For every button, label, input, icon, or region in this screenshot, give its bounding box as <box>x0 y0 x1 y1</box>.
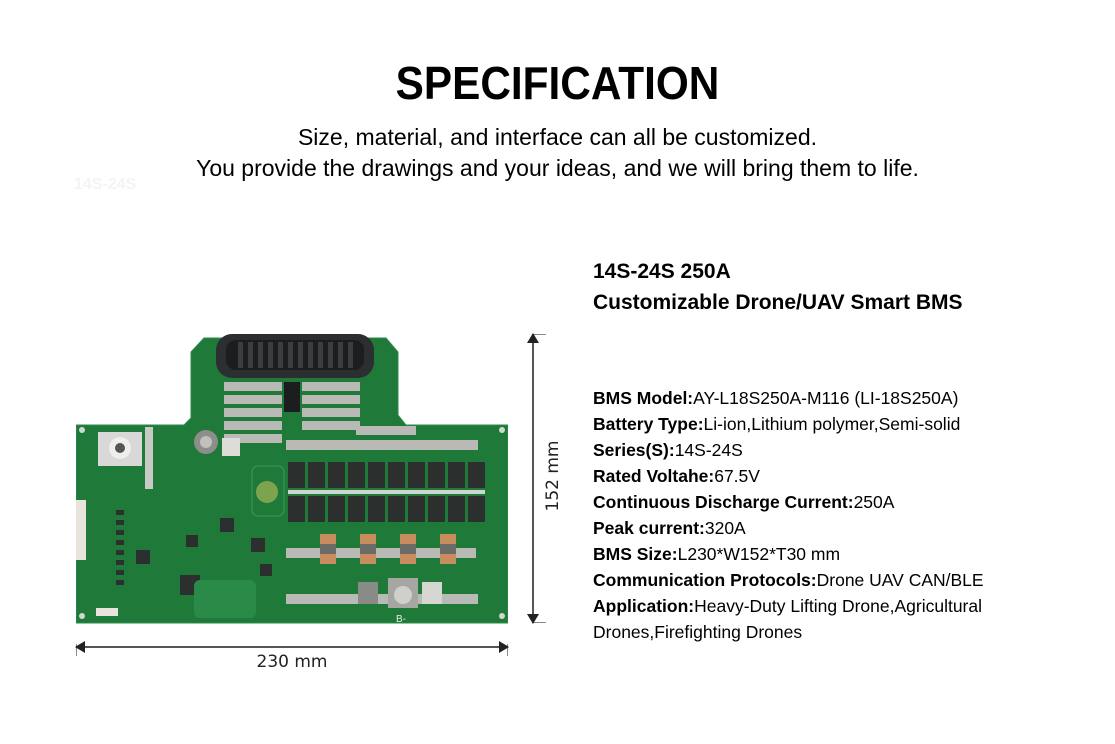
page-title: SPECIFICATION <box>395 57 720 109</box>
dimension-tick-top <box>532 334 546 335</box>
svg-text:B-: B- <box>396 614 406 625</box>
spec-row-peak-current: Peak current:320A <box>593 515 1063 541</box>
subtitle-line-1: Size, material, and interface can all be… <box>297 124 818 150</box>
pcb-image: B- <box>75 330 509 630</box>
spec-key: Rated Voltahe: <box>593 466 715 486</box>
arrow-left-icon <box>75 641 85 653</box>
spec-list: BMS Model:AY-L18S250A-M116 (LI-18S250A) … <box>593 385 1063 645</box>
product-title: 14S-24S 250A Customizable Drone/UAV Smar… <box>593 256 963 318</box>
product-title-line-1: 14S-24S 250A <box>593 260 731 283</box>
height-dimension-line <box>527 333 539 624</box>
spec-key: BMS Model: <box>593 388 694 408</box>
spec-row-series: Series(S):14S-24S <box>593 437 1063 463</box>
spec-value: AY-L18S250A-M116 (LI-18S250A) <box>693 388 959 408</box>
arrow-up-icon <box>527 333 539 343</box>
ghost-label: 14S-24S <box>74 176 137 193</box>
spec-value: L230*W152*T30 mm <box>677 544 841 564</box>
spec-key: Series(S): <box>593 440 675 460</box>
spec-value: Heavy-Duty Lifting Drone,Agricultural Dr… <box>593 596 983 642</box>
spec-row-continuous-current: Continuous Discharge Current:250A <box>593 489 1063 515</box>
spec-key: Peak current: <box>593 518 705 538</box>
spec-key: Communication Protocols: <box>593 570 817 590</box>
width-dimension-label: 230 mm <box>256 652 328 672</box>
spec-key: Battery Type: <box>593 414 704 434</box>
width-dimension-line <box>75 641 509 653</box>
subtitle-line-2: You provide the drawings and your ideas,… <box>196 155 919 181</box>
dimension-tick-bottom <box>532 622 546 623</box>
spec-key: Application: <box>593 596 695 616</box>
spec-key: BMS Size: <box>593 544 678 564</box>
height-dimension-label: 152 mm <box>543 440 563 512</box>
product-title-line-2: Customizable Drone/UAV Smart BMS <box>593 291 963 314</box>
spec-value: 320A <box>704 518 746 538</box>
spec-row-rated-voltage: Rated Voltahe:67.5V <box>593 463 1063 489</box>
spec-row-bms-size: BMS Size:L230*W152*T30 mm <box>593 541 1063 567</box>
spec-value: 14S-24S <box>674 440 743 460</box>
subtitle: Size, material, and interface can all be… <box>0 122 1115 184</box>
spec-value: Drone UAV CAN/BLE <box>816 570 984 590</box>
spec-row-battery-type: Battery Type:Li-ion,Lithium polymer,Semi… <box>593 411 1063 437</box>
spec-value: Li-ion,Lithium polymer,Semi-solid <box>703 414 961 434</box>
arrow-right-icon <box>499 641 509 653</box>
spec-value: 250A <box>853 492 895 512</box>
spec-row-application: Application:Heavy-Duty Lifting Drone,Agr… <box>593 593 1063 645</box>
spec-value: 67.5V <box>714 466 760 486</box>
spec-row-bms-model: BMS Model:AY-L18S250A-M116 (LI-18S250A) <box>593 385 1063 411</box>
arrow-down-icon <box>527 614 539 624</box>
spec-key: Continuous Discharge Current: <box>593 492 854 512</box>
spec-row-protocols: Communication Protocols:Drone UAV CAN/BL… <box>593 567 1063 593</box>
